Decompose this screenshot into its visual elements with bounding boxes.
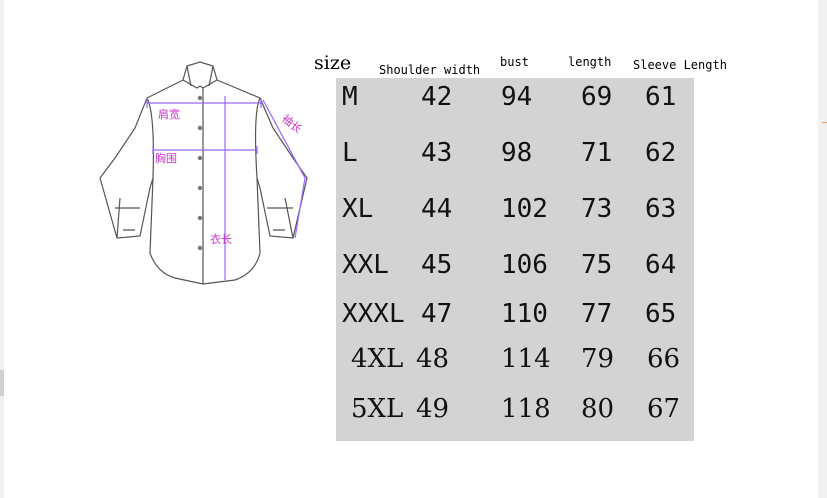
shoulder-width-label: 肩宽 — [158, 107, 180, 121]
row-4xl-size: 4XL — [351, 344, 404, 374]
row-4xl-sleeve: 66 — [647, 344, 681, 374]
right-edge-divider — [822, 122, 827, 123]
row-xxxl-bust: 110 — [501, 299, 548, 329]
header-length: length — [568, 55, 612, 69]
row-5xl-length: 80 — [581, 394, 615, 424]
row-m-shoulder: 42 — [421, 82, 453, 112]
row-l-shoulder: 43 — [421, 138, 453, 168]
row-xl-length: 73 — [581, 194, 613, 224]
row-xxxl-sleeve: 65 — [645, 299, 677, 329]
row-xl-sleeve: 63 — [645, 194, 677, 224]
row-5xl-shoulder: 49 — [416, 394, 450, 424]
row-xl-size: XL — [342, 194, 374, 224]
row-5xl-bust: 118 — [501, 394, 551, 424]
row-l-size: L — [342, 138, 358, 168]
left-edge-mark — [0, 370, 4, 396]
row-5xl-size: 5XL — [351, 394, 404, 424]
chest-label: 胸围 — [155, 151, 177, 165]
body-length-label: 衣长 — [210, 232, 232, 246]
header-bust: bust — [500, 55, 529, 69]
row-xxl-bust: 106 — [501, 250, 548, 280]
row-l-length: 71 — [581, 138, 613, 168]
header-size: size — [314, 52, 352, 74]
shirt-illustration: 肩宽 胸围 袖长 衣长 — [99, 61, 308, 285]
header-shoulder-width: Shoulder width — [379, 63, 481, 77]
row-4xl-shoulder: 48 — [416, 344, 450, 374]
row-xxl-size: XXL — [342, 250, 389, 280]
row-m-bust: 94 — [501, 82, 533, 112]
row-m-sleeve: 61 — [645, 82, 677, 112]
row-5xl-sleeve: 67 — [647, 394, 681, 424]
row-xxl-shoulder: 45 — [421, 250, 453, 280]
row-xl-bust: 102 — [501, 194, 548, 224]
row-l-bust: 98 — [501, 138, 533, 168]
row-xl-shoulder: 44 — [421, 194, 453, 224]
row-xxxl-shoulder: 47 — [421, 299, 453, 329]
row-m-size: M — [342, 82, 358, 112]
row-l-sleeve: 62 — [645, 138, 677, 168]
shirt-measurement-diagram: 肩宽 胸围 袖长 衣长 — [95, 58, 315, 293]
row-xxl-sleeve: 64 — [645, 250, 677, 280]
sleeve-length-label: 袖长 — [279, 111, 305, 136]
row-xxl-length: 75 — [581, 250, 613, 280]
row-4xl-length: 79 — [581, 344, 615, 374]
header-sleeve-length: Sleeve Length — [633, 58, 727, 72]
row-4xl-bust: 114 — [501, 344, 551, 374]
row-xxxl-size: XXXL — [342, 299, 405, 329]
size-table-background — [336, 78, 694, 441]
row-xxxl-length: 77 — [581, 299, 613, 329]
row-m-length: 69 — [581, 82, 613, 112]
